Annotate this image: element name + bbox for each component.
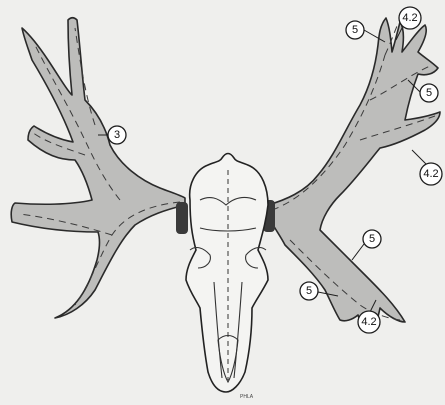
callout-right-lower-leader bbox=[352, 244, 364, 260]
callout-left-main-label: 3 bbox=[114, 129, 120, 141]
artist-mark: PHLA bbox=[240, 394, 254, 400]
callout-right-tip: 4.2 bbox=[412, 150, 442, 185]
callout-right-tip-label: 4.2 bbox=[423, 168, 438, 180]
left-burr bbox=[176, 202, 188, 234]
callout-right-tip-leader bbox=[412, 150, 426, 164]
left-antler bbox=[11, 18, 185, 318]
callout-top-a-label: 5 bbox=[352, 24, 358, 36]
moose-skull bbox=[186, 154, 268, 393]
callout-bottom-left-label: 5 bbox=[306, 285, 312, 297]
right-antler bbox=[268, 18, 440, 330]
callout-bottom-right-label: 4.2 bbox=[361, 316, 376, 328]
callout-top-b-label: 4.2 bbox=[402, 12, 417, 24]
callout-right-lower: 5 bbox=[352, 230, 381, 260]
callout-right-lower-label: 5 bbox=[369, 233, 375, 245]
skull-outline bbox=[186, 154, 268, 393]
right-antler-shape bbox=[268, 18, 440, 330]
left-antler-shape bbox=[11, 18, 185, 318]
callout-right-upper-label: 5 bbox=[426, 87, 432, 99]
